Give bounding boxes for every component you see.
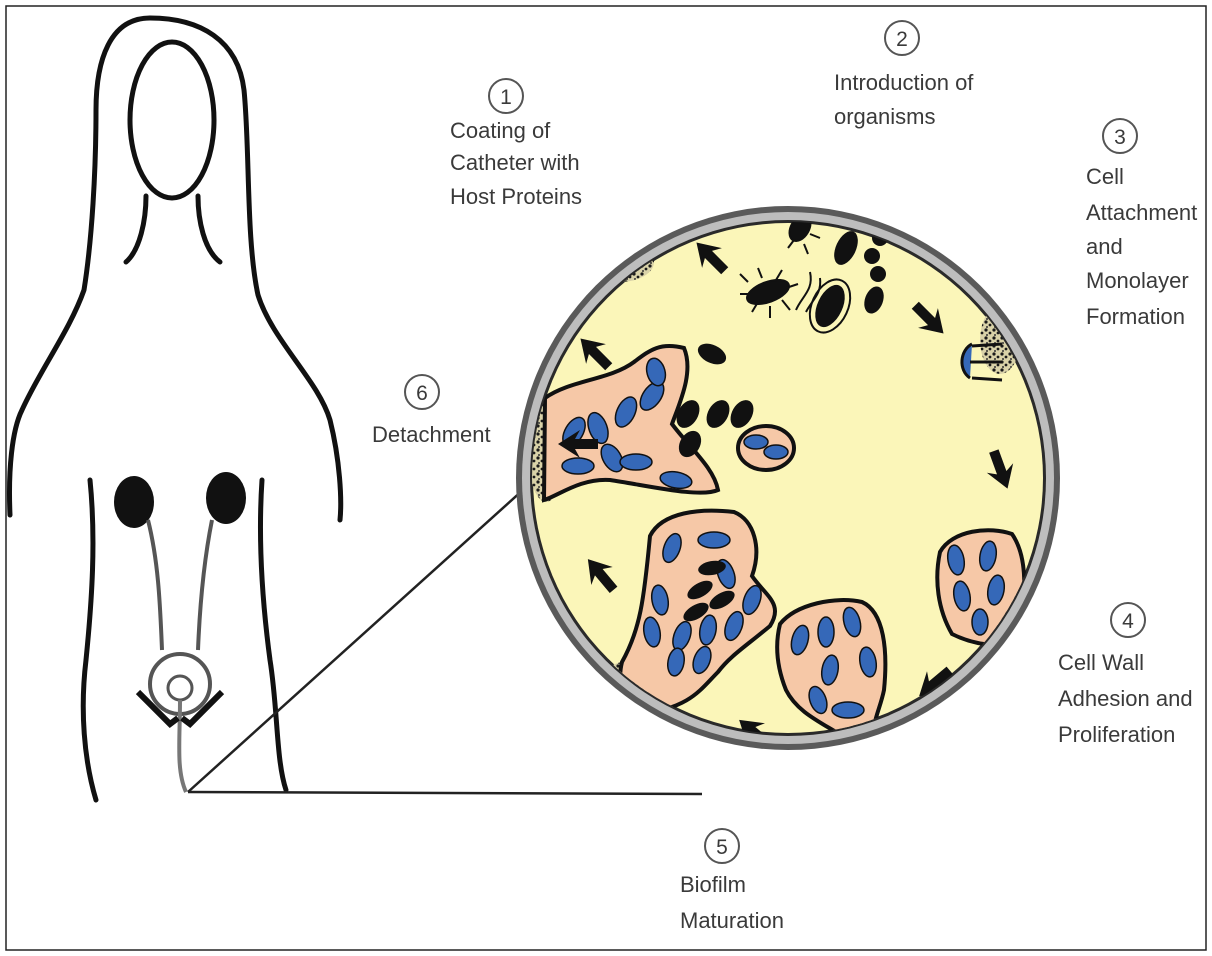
step-2-label-line: Introduction of (834, 70, 974, 95)
step-3-label-line: Formation (1086, 304, 1185, 329)
step-5-label-line: Biofilm (680, 872, 746, 897)
step-2-number: 2 (896, 28, 908, 51)
step-1-label-line: Host Proteins (450, 184, 582, 209)
step-3-label-line: and (1086, 234, 1123, 259)
step-4-number: 4 (1122, 610, 1134, 633)
step-1-number: 1 (500, 86, 512, 109)
step-2-label-line: organisms (834, 104, 935, 129)
step-3-number: 3 (1114, 126, 1126, 149)
step-6-number: 6 (416, 382, 428, 405)
step-4-label-line: Adhesion and (1058, 686, 1193, 711)
right-kidney (206, 472, 246, 524)
step-5-number: 5 (716, 836, 728, 859)
step-4-label-line: Proliferation (1058, 722, 1175, 747)
step-3-label-line: Attachment (1086, 200, 1197, 225)
step-1-label-line: Coating of (450, 118, 551, 143)
step-1-label-line: Catheter with (450, 150, 580, 175)
catheter-balloon (168, 676, 192, 700)
step-6-label-line: Detachment (372, 422, 491, 447)
step-5-label-line: Maturation (680, 908, 784, 933)
step-4-label-line: Cell Wall (1058, 650, 1144, 675)
step-3-label-line: Monolayer (1086, 268, 1189, 293)
step-3-label-line: Cell (1086, 164, 1124, 189)
